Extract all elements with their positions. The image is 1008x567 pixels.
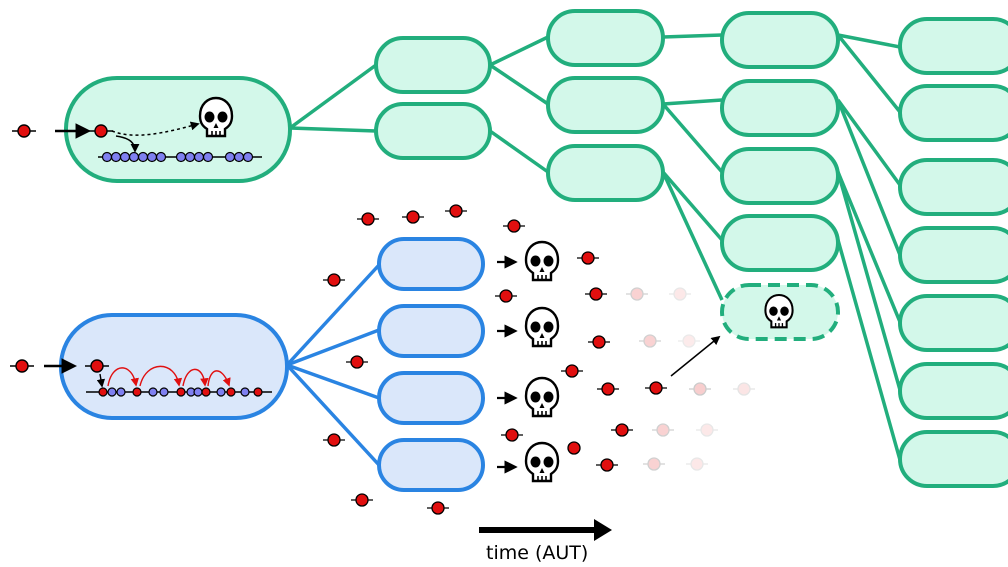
time-arrowhead xyxy=(594,519,612,541)
green-cell xyxy=(720,79,840,137)
phage-virion-icon xyxy=(501,428,523,442)
skull-icon xyxy=(524,441,560,483)
green-cell xyxy=(720,147,840,205)
skull-icon xyxy=(524,376,560,418)
phage-virion-icon xyxy=(94,124,108,138)
phage-virion-icon xyxy=(15,359,29,373)
phage-virion-icon xyxy=(567,441,581,455)
phage-virion-icon xyxy=(351,493,373,507)
phage-virion-icon xyxy=(645,381,667,395)
blue-cell xyxy=(377,438,485,492)
green-cell xyxy=(898,17,1008,75)
green-cell xyxy=(898,362,1008,420)
green-cell xyxy=(546,9,665,67)
green-cell xyxy=(374,102,492,160)
phage-virion-icon xyxy=(561,364,583,378)
phage-virion-icon xyxy=(445,204,467,218)
phage-virion-icon xyxy=(402,210,424,224)
time-axis-label: time (AUT) xyxy=(486,542,589,564)
fading-phage-particles xyxy=(626,287,755,471)
green-ancestor-contents xyxy=(12,96,262,163)
phage-virion-icon xyxy=(427,501,449,515)
green-cell xyxy=(898,226,1008,284)
phage-virion-icon xyxy=(611,423,633,437)
phage-virion-icon xyxy=(90,359,104,373)
phage-virion-icon xyxy=(357,212,379,226)
free-phage-particles xyxy=(323,204,667,515)
phage-virion-icon xyxy=(577,251,599,265)
blue-outputs xyxy=(497,240,560,483)
phage-genome-icon xyxy=(98,387,263,397)
phage-virion-icon xyxy=(597,382,619,396)
green-lineage-connectors xyxy=(288,33,902,461)
phage-virion-icon xyxy=(588,335,610,349)
phage-virion-icon xyxy=(346,355,368,369)
green-cell xyxy=(898,430,1008,488)
green-cell xyxy=(720,214,840,272)
phage-virion-icon xyxy=(596,458,618,472)
skull-icon xyxy=(524,240,560,282)
green-cell xyxy=(546,144,665,202)
blue-cell xyxy=(377,371,485,425)
green-cell xyxy=(898,294,1008,352)
infection-arrow xyxy=(670,335,721,377)
blue-cell xyxy=(377,237,485,291)
skull-icon xyxy=(524,306,560,348)
phage-virion-icon xyxy=(503,219,525,233)
blue-lineage-connectors xyxy=(285,263,381,467)
green-cell xyxy=(898,158,1008,216)
phage-virion-icon xyxy=(17,124,31,138)
green-cell xyxy=(374,36,492,94)
phage-virion-icon xyxy=(585,287,607,301)
green-cell xyxy=(546,76,665,134)
blue-cells xyxy=(59,237,485,492)
phage-genome-icon xyxy=(101,151,254,163)
phage-virion-icon xyxy=(323,433,345,447)
blue-cell xyxy=(377,304,485,358)
phage-virion-icon xyxy=(323,273,345,287)
green-cell xyxy=(898,84,1008,142)
phage-virion-icon xyxy=(495,289,517,303)
green-cell xyxy=(720,11,840,69)
blue-ancestor-contents xyxy=(10,358,272,397)
